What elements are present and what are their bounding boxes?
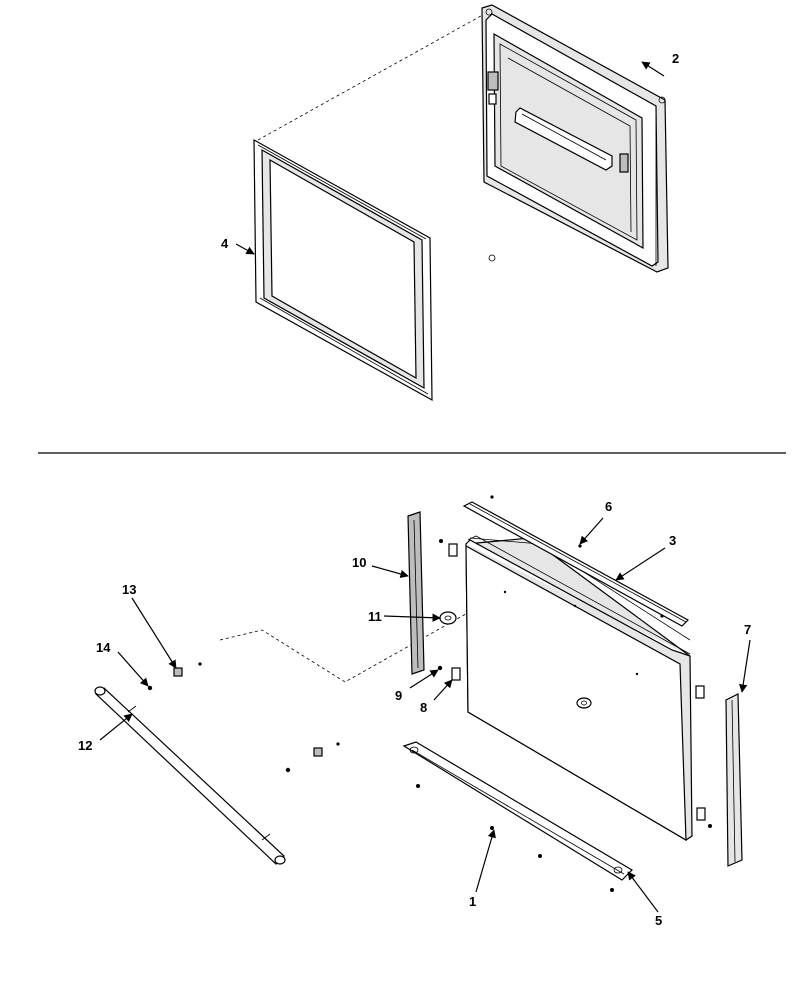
alignment-line-handle — [219, 591, 506, 683]
part-top-trim — [462, 495, 689, 627]
alignment-line-top — [257, 11, 489, 141]
part-bottom-bracket — [402, 741, 633, 892]
callout-4: 4 — [221, 236, 229, 251]
part-clip-and-screw — [437, 665, 461, 681]
part-right-side-trim — [695, 685, 743, 867]
callout-1: 1 — [469, 894, 476, 909]
part-freezer-door — [465, 535, 693, 842]
callout-2: 2 — [672, 51, 679, 66]
callout-8: 8 — [420, 700, 427, 715]
part-door-gasket — [253, 138, 433, 402]
callout-6: 6 — [605, 499, 612, 514]
callout-7: 7 — [744, 622, 751, 637]
callout-11: 11 — [368, 609, 382, 624]
callout-12: 12 — [78, 738, 92, 753]
part-handle-bar — [94, 686, 286, 865]
part-door-liner — [481, 4, 669, 273]
callout-5: 5 — [655, 913, 662, 928]
part-handle-fasteners — [147, 662, 340, 773]
callout-14: 14 — [96, 640, 111, 655]
part-left-side-trim — [407, 511, 458, 675]
callout-3: 3 — [669, 533, 676, 548]
callout-10: 10 — [352, 555, 366, 570]
callout-13: 13 — [122, 582, 136, 597]
part-spacer — [439, 611, 457, 625]
callout-9: 9 — [395, 688, 402, 703]
